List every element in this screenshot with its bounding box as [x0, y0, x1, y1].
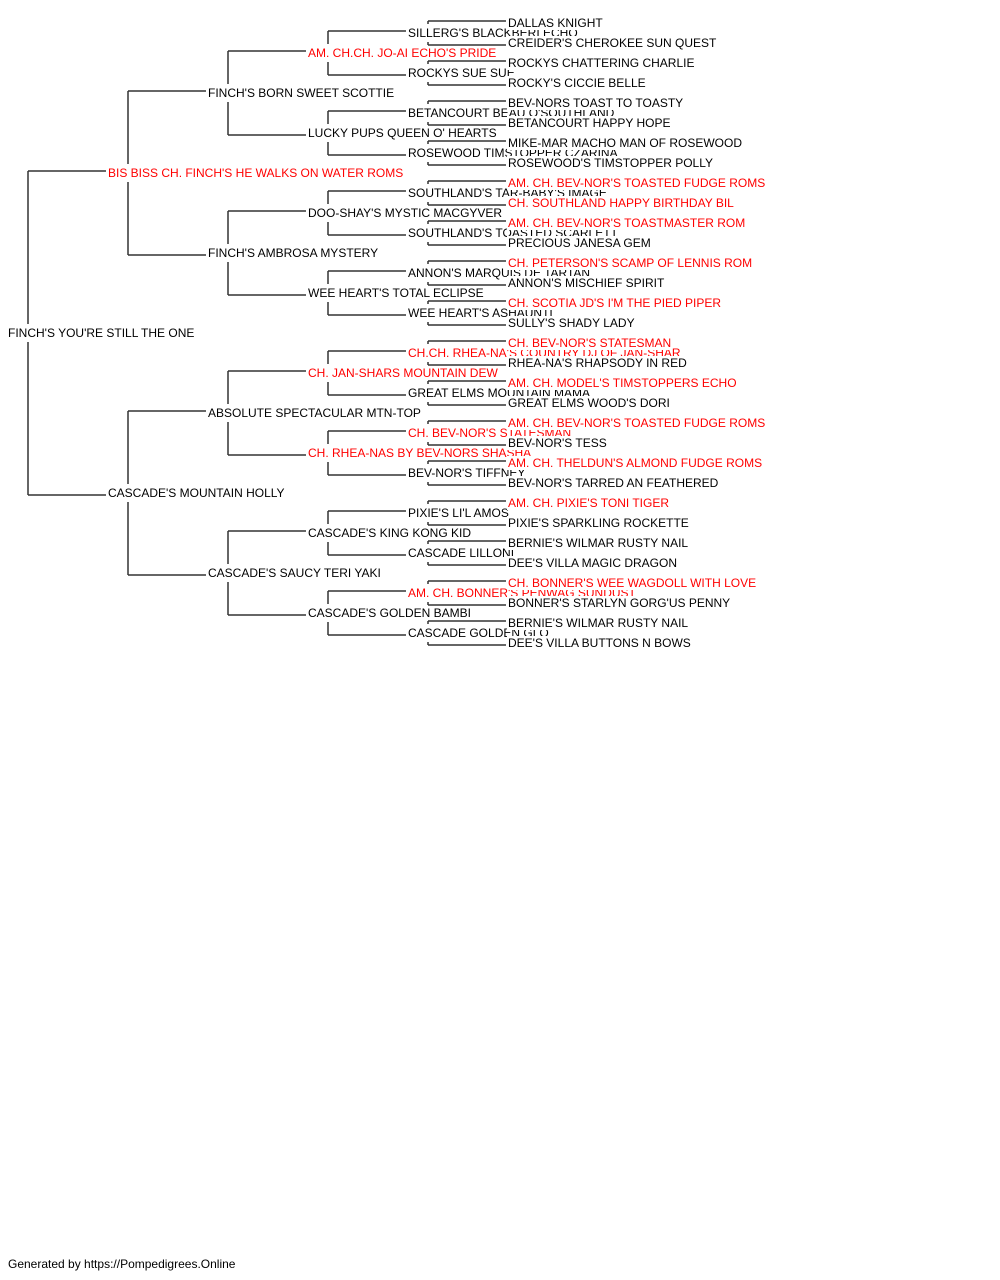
- ancestor-name: ROCKY'S CICCIE BELLE: [507, 76, 647, 90]
- ancestor-name: ROSEWOOD'S TIMSTOPPER POLLY: [507, 156, 715, 170]
- ancestor-name: ANNON'S MISCHIEF SPIRIT: [507, 276, 666, 290]
- ancestor-name: PIXIE'S SPARKLING ROCKETTE: [507, 516, 690, 530]
- ancestor-name: BEV-NOR'S TIFFNEY: [407, 466, 527, 480]
- ancestor-name: CREIDER'S CHEROKEE SUN QUEST: [507, 36, 718, 50]
- ancestor-name: CASCADE'S MOUNTAIN HOLLY: [107, 486, 286, 500]
- ancestor-name: DOO-SHAY'S MYSTIC MACGYVER: [307, 206, 504, 220]
- ancestor-name: CH. PETERSON'S SCAMP OF LENNIS ROM: [507, 256, 754, 270]
- ancestor-name: BERNIE'S WILMAR RUSTY NAIL: [507, 536, 690, 550]
- ancestor-name: CASCADE'S GOLDEN BAMBI: [307, 606, 472, 620]
- ancestor-name: CH. BONNER'S WEE WAGDOLL WITH LOVE: [507, 576, 758, 590]
- ancestor-name: BEV-NOR'S TARRED AN FEATHERED: [507, 476, 720, 490]
- ancestor-name: CASCADE'S SAUCY TERI YAKI: [207, 566, 382, 580]
- ancestor-name: RHEA-NA'S RHAPSODY IN RED: [507, 356, 688, 370]
- ancestor-name: BIS BISS CH. FINCH'S HE WALKS ON WATER R…: [107, 166, 405, 180]
- ancestor-name: ROCKYS SUE SUE: [407, 66, 516, 80]
- subject-dog-name: FINCH'S YOU'RE STILL THE ONE: [7, 326, 196, 340]
- ancestor-name: BEV-NOR'S TESS: [507, 436, 608, 450]
- ancestor-name: FINCH'S AMBROSA MYSTERY: [207, 246, 380, 260]
- ancestor-name: CH. JAN-SHARS MOUNTAIN DEW: [307, 366, 499, 380]
- ancestor-name: ROCKYS CHATTERING CHARLIE: [507, 56, 696, 70]
- ancestor-name: AM. CH. THELDUN'S ALMOND FUDGE ROMS: [507, 456, 764, 470]
- ancestor-name: PRECIOUS JANESA GEM: [507, 236, 652, 250]
- ancestor-name: CH. SOUTHLAND HAPPY BIRTHDAY BIL: [507, 196, 735, 210]
- ancestor-name: ABSOLUTE SPECTACULAR MTN-TOP: [207, 406, 422, 420]
- ancestor-name: PIXIE'S LI'L AMOS: [407, 506, 510, 520]
- ancestor-name: DEE'S VILLA BUTTONS N BOWS: [507, 636, 692, 650]
- ancestor-name: AM. CH. BEV-NOR'S TOASTED FUDGE ROMS: [507, 416, 767, 430]
- ancestor-name: AM. CH.CH. JO-AI ECHO'S PRIDE: [307, 46, 498, 60]
- ancestor-name: CASCADE'S KING KONG KID: [307, 526, 472, 540]
- ancestor-name: BEV-NORS TOAST TO TOASTY: [507, 96, 685, 110]
- ancestor-name: LUCKY PUPS QUEEN O' HEARTS: [307, 126, 498, 140]
- ancestor-name: AM. CH. BEV-NOR'S TOASTED FUDGE ROMS: [507, 176, 767, 190]
- ancestor-name: FINCH'S BORN SWEET SCOTTIE: [207, 86, 396, 100]
- ancestor-name: CH. SCOTIA JD'S I'M THE PIED PIPER: [507, 296, 723, 310]
- ancestor-name: AM. CH. BEV-NOR'S TOASTMASTER ROM: [507, 216, 747, 230]
- ancestor-name: CH. BEV-NOR'S STATESMAN: [507, 336, 673, 350]
- ancestor-name: GREAT ELMS WOOD'S DORI: [507, 396, 671, 410]
- ancestor-name: CH. RHEA-NAS BY BEV-NORS SHASHA: [307, 446, 533, 460]
- ancestor-name: BETANCOURT HAPPY HOPE: [507, 116, 672, 130]
- ancestor-name: WEE HEART'S TOTAL ECLIPSE: [307, 286, 485, 300]
- ancestor-name: DALLAS KNIGHT: [507, 16, 604, 30]
- ancestor-name: DEE'S VILLA MAGIC DRAGON: [507, 556, 679, 570]
- ancestor-name: SULLY'S SHADY LADY: [507, 316, 636, 330]
- ancestor-name: BONNER'S STARLYN GORG'US PENNY: [507, 596, 732, 610]
- ancestor-name: BERNIE'S WILMAR RUSTY NAIL: [507, 616, 690, 630]
- ancestor-name: AM. CH. MODEL'S TIMSTOPPERS ECHO: [507, 376, 738, 390]
- generator-credit: Generated by https://Pompedigrees.Online: [8, 1257, 236, 1271]
- ancestor-name: CASCADE LILLONI: [407, 546, 516, 560]
- ancestor-name: AM. CH. PIXIE'S TONI TIGER: [507, 496, 670, 510]
- ancestor-name: MIKE-MAR MACHO MAN OF ROSEWOOD: [507, 136, 743, 150]
